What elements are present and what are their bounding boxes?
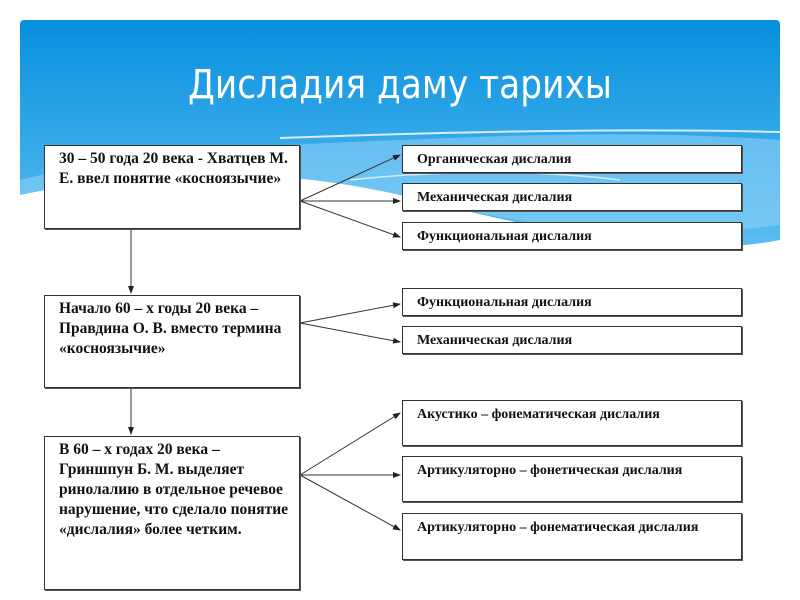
outcome-text: Функциональная дислалия — [417, 295, 592, 310]
outcome-box-3-3: Артикуляторно – фонематическая дислалия — [402, 513, 742, 560]
outcome-box-3-2: Артикуляторно – фонетическая дислалия — [402, 456, 742, 502]
outcome-text: Артикуляторно – фонематическая дислалия — [417, 520, 699, 535]
outcome-box-2-2: Механическая дислалия — [402, 326, 742, 354]
stage-box-1: 30 – 50 года 20 века - Хватцев М. Е. вве… — [44, 145, 300, 229]
outcome-box-1-2: Механическая дислалия — [402, 183, 742, 211]
stage-box-3: В 60 – х годах 20 века – Гриншпун Б. М. … — [44, 436, 300, 590]
outcome-box-2-1: Функциональная дислалия — [402, 288, 742, 316]
wave-highlight — [279, 129, 780, 139]
outcome-text: Механическая дислалия — [417, 190, 573, 205]
stage-1-text: 30 – 50 года 20 века - Хватцев М. Е. вве… — [59, 150, 288, 187]
outcome-box-3-1: Акустико – фонематическая дислалия — [402, 400, 742, 446]
outcome-text: Артикуляторно – фонетическая дислалия — [417, 463, 683, 478]
outcome-text: Органическая дислалия — [417, 152, 572, 167]
stage-2-text: Начало 60 – х годы 20 века – Правдина О.… — [59, 300, 282, 357]
stage-box-2: Начало 60 – х годы 20 века – Правдина О.… — [44, 295, 300, 388]
outcome-text: Функциональная дислалия — [417, 229, 592, 244]
outcome-text: Акустико – фонематическая дислалия — [417, 407, 660, 422]
slide-title: Дисладия даму тарихы — [188, 62, 612, 108]
outcome-box-1-3: Функциональная дислалия — [402, 222, 742, 250]
stage-3-text: В 60 – х годах 20 века – Гриншпун Б. М. … — [59, 441, 289, 538]
outcome-text: Механическая дислалия — [417, 333, 573, 348]
outcome-box-1-1: Органическая дислалия — [402, 145, 742, 173]
